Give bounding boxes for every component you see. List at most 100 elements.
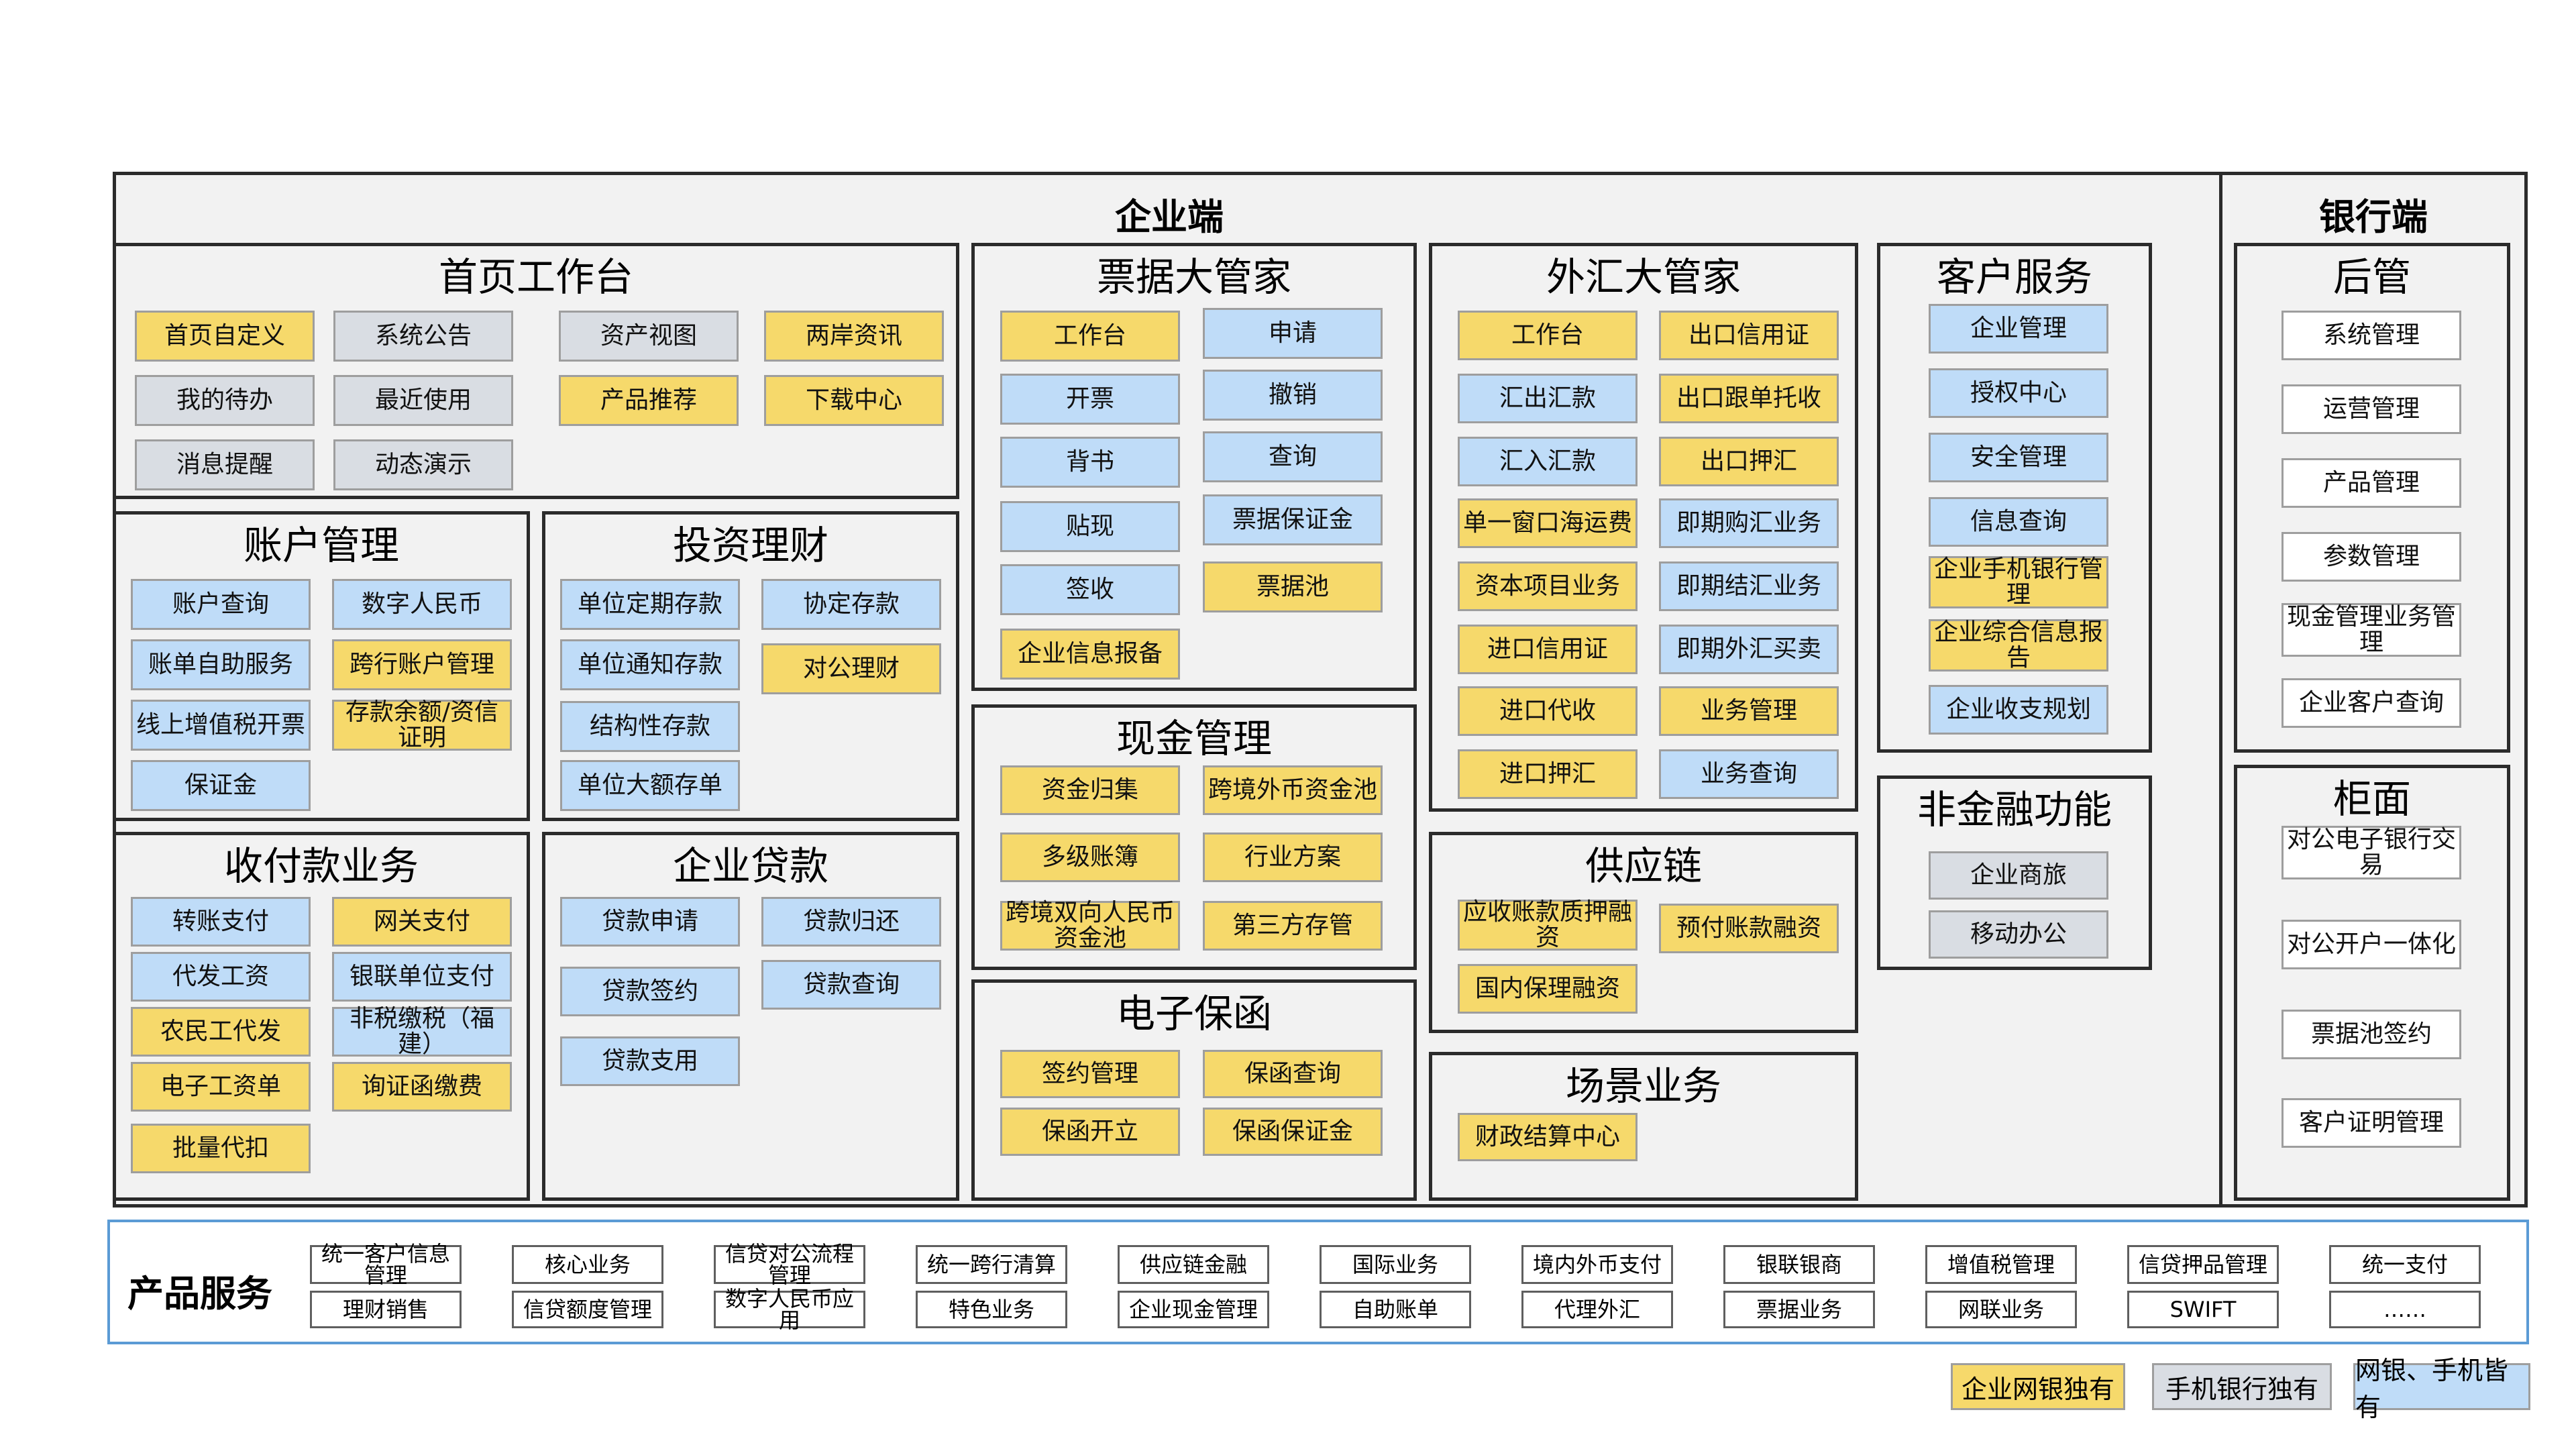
func-chip[interactable]: 业务管理 [1659,686,1839,736]
func-chip[interactable]: 贷款申请 [560,897,740,947]
func-chip[interactable]: 参数管理 [2282,532,2461,582]
func-chip[interactable]: 申请 [1203,308,1383,359]
func-chip[interactable]: 移动办公 [1929,910,2108,959]
func-chip[interactable]: 网关支付 [332,897,512,947]
product-chip[interactable]: 境内外币支付 [1521,1245,1673,1284]
product-chip[interactable]: 增值税管理 [1925,1245,2077,1284]
func-chip[interactable]: 即期结汇业务 [1659,561,1839,611]
func-chip[interactable]: 企业商旅 [1929,851,2108,900]
func-chip[interactable]: 签约管理 [1000,1050,1180,1098]
func-chip[interactable]: 贷款支用 [560,1036,740,1086]
func-chip[interactable]: 产品推荐 [559,375,739,426]
func-chip[interactable]: 第三方存管 [1203,901,1383,951]
product-chip[interactable]: 票据业务 [1723,1291,1875,1328]
func-chip[interactable]: 开票 [1000,374,1180,425]
func-chip[interactable]: 账户查询 [131,579,311,630]
product-chip[interactable]: 统一支付 [2329,1245,2481,1284]
product-chip[interactable]: 信贷押品管理 [2127,1245,2279,1284]
func-chip[interactable]: 即期外汇买卖 [1659,625,1839,674]
product-chip[interactable]: 信贷额度管理 [512,1291,663,1328]
func-chip[interactable]: 询证函缴费 [332,1062,512,1112]
func-chip[interactable]: 系统管理 [2282,311,2461,360]
func-chip[interactable]: 银联单位支付 [332,952,512,1002]
func-chip[interactable]: 跨行账户管理 [332,639,512,690]
func-chip[interactable]: 查询 [1203,431,1383,482]
func-chip[interactable]: 票据池 [1203,561,1383,612]
func-chip[interactable]: 财政结算中心 [1458,1113,1638,1161]
func-chip[interactable]: 贷款签约 [560,967,740,1016]
func-chip[interactable]: 票据保证金 [1203,494,1383,545]
func-chip[interactable]: 单一窗口海运费 [1458,498,1638,548]
func-chip[interactable]: 企业收支规划 [1929,685,2108,735]
func-chip[interactable]: 对公开户一体化 [2282,920,2461,969]
func-chip[interactable]: 保函保证金 [1203,1108,1383,1156]
product-chip[interactable]: 企业现金管理 [1118,1291,1269,1328]
func-chip[interactable]: 客户证明管理 [2282,1098,2461,1148]
func-chip[interactable]: 资本项目业务 [1458,561,1638,611]
func-chip[interactable]: 线上增值税开票 [131,700,311,751]
product-chip[interactable]: 国际业务 [1320,1245,1471,1284]
func-chip[interactable]: 出口跟单托收 [1659,374,1839,423]
func-chip[interactable]: 单位通知存款 [560,639,740,690]
func-chip[interactable]: 两岸资讯 [764,311,944,362]
func-chip[interactable]: 保函查询 [1203,1050,1383,1098]
product-chip[interactable]: 信贷对公流程管理 [714,1243,865,1286]
func-chip[interactable]: 产品管理 [2282,458,2461,508]
func-chip[interactable]: 单位定期存款 [560,579,740,630]
func-chip[interactable]: 国内保理融资 [1458,964,1638,1014]
func-chip[interactable]: 批量代扣 [131,1124,311,1173]
func-chip[interactable]: 系统公告 [333,311,513,362]
func-chip[interactable]: 非税缴税（福建） [332,1006,512,1057]
func-chip[interactable]: 进口信用证 [1458,625,1638,674]
func-chip[interactable]: 信息查询 [1929,497,2108,547]
func-chip[interactable]: 工作台 [1000,311,1180,362]
func-chip[interactable]: 保证金 [131,760,311,811]
func-chip[interactable]: 结构性存款 [560,701,740,752]
func-chip[interactable]: 最近使用 [333,375,513,426]
func-chip[interactable]: 汇出汇款 [1458,374,1638,423]
product-chip[interactable]: 理财销售 [310,1291,462,1328]
func-chip[interactable]: 签收 [1000,564,1180,615]
func-chip[interactable]: 汇入汇款 [1458,437,1638,486]
product-chip[interactable]: 数字人民币应用 [714,1288,865,1331]
func-chip[interactable]: 行业方案 [1203,833,1383,882]
func-chip[interactable]: 进口押汇 [1458,749,1638,799]
func-chip[interactable]: 运营管理 [2282,384,2461,434]
func-chip[interactable]: 多级账簿 [1000,833,1180,882]
func-chip[interactable]: 电子工资单 [131,1062,311,1112]
func-chip[interactable]: 跨境双向人民币资金池 [1000,900,1180,951]
func-chip[interactable]: 对公电子银行交易 [2282,826,2461,879]
func-chip[interactable]: 背书 [1000,437,1180,488]
func-chip[interactable]: 应收账款质押融资 [1458,900,1638,951]
func-chip[interactable]: 企业综合信息报告 [1929,619,2108,672]
func-chip[interactable]: 企业客户查询 [2282,678,2461,728]
func-chip[interactable]: 授权中心 [1929,368,2108,418]
func-chip[interactable]: 工作台 [1458,311,1638,360]
func-chip[interactable]: 单位大额存单 [560,760,740,811]
func-chip[interactable]: 现金管理业务管理 [2282,603,2461,657]
func-chip[interactable]: 安全管理 [1929,433,2108,482]
func-chip[interactable]: 企业手机银行管理 [1929,556,2108,608]
func-chip[interactable]: 存款余额/资信证明 [332,700,512,751]
func-chip[interactable]: 账单自助服务 [131,639,311,690]
func-chip[interactable]: 票据池签约 [2282,1010,2461,1059]
func-chip[interactable]: 跨境外币资金池 [1203,765,1383,815]
func-chip[interactable]: 数字人民币 [332,579,512,630]
product-chip[interactable]: 统一跨行清算 [916,1245,1067,1284]
func-chip[interactable]: 下载中心 [764,375,944,426]
func-chip[interactable]: 出口信用证 [1659,311,1839,360]
func-chip[interactable]: 业务查询 [1659,749,1839,799]
func-chip[interactable]: 资金归集 [1000,765,1180,815]
func-chip[interactable]: 动态演示 [333,439,513,490]
product-chip[interactable]: 特色业务 [916,1291,1067,1328]
func-chip[interactable]: 资产视图 [559,311,739,362]
product-chip[interactable]: 银联银商 [1723,1245,1875,1284]
func-chip[interactable]: 出口押汇 [1659,437,1839,486]
func-chip[interactable]: 对公理财 [761,643,941,694]
func-chip[interactable]: 首页自定义 [135,311,315,362]
func-chip[interactable]: 贷款归还 [761,897,941,947]
func-chip[interactable]: 协定存款 [761,579,941,630]
func-chip[interactable]: 保函开立 [1000,1108,1180,1156]
product-chip[interactable]: SWIFT [2127,1291,2279,1328]
product-chip[interactable]: 统一客户信息管理 [310,1243,462,1286]
